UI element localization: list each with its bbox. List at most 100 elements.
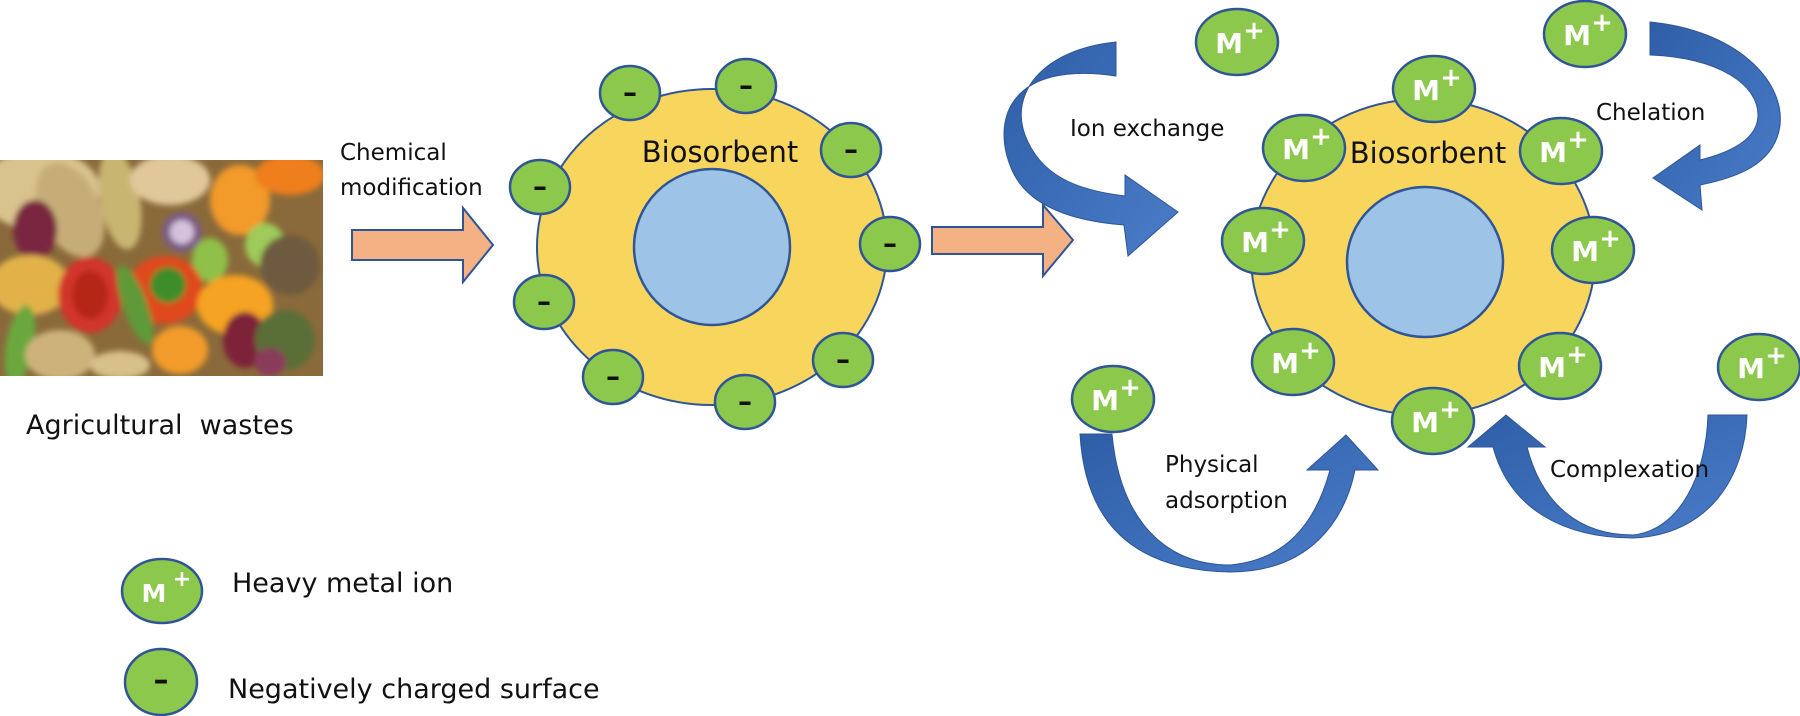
ion-exchange-arrow [1003, 41, 1179, 257]
legend-negative-label: Negatively charged surface [228, 674, 600, 705]
free-metal-ion: M+ [1542, 0, 1628, 69]
bound-metal-ion: M+ [1390, 386, 1476, 456]
physical-adsorption-label-line1: Physical [1165, 452, 1259, 478]
negative-site-circle [713, 373, 777, 431]
biosorbent-title-1: Biosorbent [642, 135, 798, 169]
negative-site: – [713, 373, 777, 431]
metal-ion-charge: + [1310, 122, 1332, 152]
metal-ion-circle [1261, 113, 1347, 183]
negative-site-symbol: – [738, 385, 752, 418]
negative-site-circle [581, 348, 645, 406]
biosorbent-negative: Biosorbent – – – – – – – – – [508, 57, 922, 431]
legend-ion-symbol: M [142, 579, 167, 608]
negative-site-symbol: – [883, 227, 897, 260]
metal-ion-symbol: M [1271, 347, 1299, 380]
biosorbent-core-2 [1345, 185, 1505, 339]
metal-ion-circle [1220, 206, 1306, 276]
metal-ion-circle [1070, 364, 1156, 434]
legend-ion-label: Heavy metal ion [232, 568, 453, 599]
bound-metal-ion: M+ [1550, 215, 1636, 285]
process-arrow-2 [931, 202, 1075, 279]
bound-metal-ion: M+ [1517, 331, 1603, 401]
negative-site-symbol: – [606, 360, 620, 393]
metal-ion-symbol: M [1091, 384, 1119, 417]
agricultural-wastes-label: Agricultural wastes [26, 410, 294, 441]
negative-site-symbol: – [623, 76, 637, 109]
metal-ion-charge: + [1599, 224, 1621, 254]
legend-ion-charge: + [173, 567, 191, 592]
negative-site-circle [714, 57, 778, 115]
bound-metal-ion: M+ [1250, 327, 1336, 397]
complexation-arrow [1466, 414, 1748, 539]
metal-ion-circle [1517, 331, 1603, 401]
physical-adsorption-arrow [1079, 433, 1380, 573]
metal-ion-symbol: M [1737, 352, 1765, 385]
negative-site: – [858, 215, 922, 273]
metal-ion-symbol: M [1539, 136, 1567, 169]
metal-ion-symbol: M [1412, 74, 1440, 107]
metal-ion-circle [1194, 7, 1280, 77]
legend-item-negative-surface: – Negatively charged surface [123, 647, 600, 716]
negative-site-circle [858, 215, 922, 273]
metal-ion-charge: + [1119, 373, 1141, 403]
ion-exchange-label: Ion exchange [1070, 116, 1224, 142]
negative-site-symbol: – [739, 69, 753, 102]
negative-site-symbol: – [844, 133, 858, 166]
negative-site-circle [508, 158, 572, 216]
metal-ion-circle [1550, 215, 1636, 285]
negative-sites: – – – – – – – – – [508, 57, 922, 431]
metal-ion-circle [1250, 327, 1336, 397]
bound-metal-ion: M+ [1220, 206, 1306, 276]
free-metal-ion: M+ [1194, 7, 1280, 77]
metal-ions: M+M+M+M+M+M+M+M+M+M+M+M+ [1070, 0, 1800, 456]
agricultural-waste-photo [0, 160, 323, 376]
chemical-modification-label-line1: Chemical [340, 140, 447, 166]
negative-site-circle [598, 64, 662, 122]
negative-site: – [811, 331, 875, 389]
metal-ion-charge: + [1567, 125, 1589, 155]
bound-metal-ion: M+ [1261, 113, 1347, 183]
free-metal-ion: M+ [1716, 332, 1800, 402]
metal-ion-symbol: M [1571, 235, 1599, 268]
metal-ion-charge: + [1299, 336, 1321, 366]
negative-site-symbol: – [533, 170, 547, 203]
negative-site: – [581, 348, 645, 406]
negative-site: – [512, 273, 576, 331]
metal-ion-circle [1390, 386, 1476, 456]
negative-site-circle [512, 273, 576, 331]
legend-ion-icon [120, 557, 204, 625]
metal-ion-charge: + [1765, 341, 1787, 371]
bound-metal-ion: M+ [1391, 54, 1477, 124]
negative-site: – [819, 121, 883, 179]
legend: M + Heavy metal ion – Negatively charged… [120, 557, 600, 716]
process-arrow-1 [351, 205, 495, 285]
metal-ion-charge: + [1440, 63, 1462, 93]
physical-adsorption-label-line2: adsorption [1165, 488, 1288, 514]
metal-ion-charge: + [1269, 215, 1291, 245]
negative-site-circle [811, 331, 875, 389]
legend-negative-symbol: – [154, 663, 169, 698]
metal-ion-symbol: M [1241, 226, 1269, 259]
biosorbent-core [632, 167, 792, 327]
negative-site: – [508, 158, 572, 216]
metal-ion-symbol: M [1411, 406, 1439, 439]
negative-site-circle [819, 121, 883, 179]
metal-ion-charge: + [1591, 8, 1613, 38]
metal-ion-symbol: M [1215, 27, 1243, 60]
negative-site-symbol: – [537, 285, 551, 318]
legend-item-heavy-metal-ion: M + Heavy metal ion [120, 557, 453, 625]
negative-site: – [598, 64, 662, 122]
metal-ion-charge: + [1566, 340, 1588, 370]
biosorbent-title-2: Biosorbent [1350, 136, 1506, 170]
chelation-arrow [1649, 21, 1781, 211]
metal-ion-charge: + [1243, 16, 1265, 46]
metal-ion-symbol: M [1563, 19, 1591, 52]
metal-ion-charge: + [1439, 395, 1461, 425]
complexation-label: Complexation [1550, 457, 1709, 483]
metal-ion-circle [1542, 0, 1628, 69]
metal-ion-circle [1518, 116, 1604, 186]
negative-site: – [714, 57, 778, 115]
metal-ion-symbol: M [1538, 351, 1566, 384]
metal-ion-symbol: M [1282, 133, 1310, 166]
